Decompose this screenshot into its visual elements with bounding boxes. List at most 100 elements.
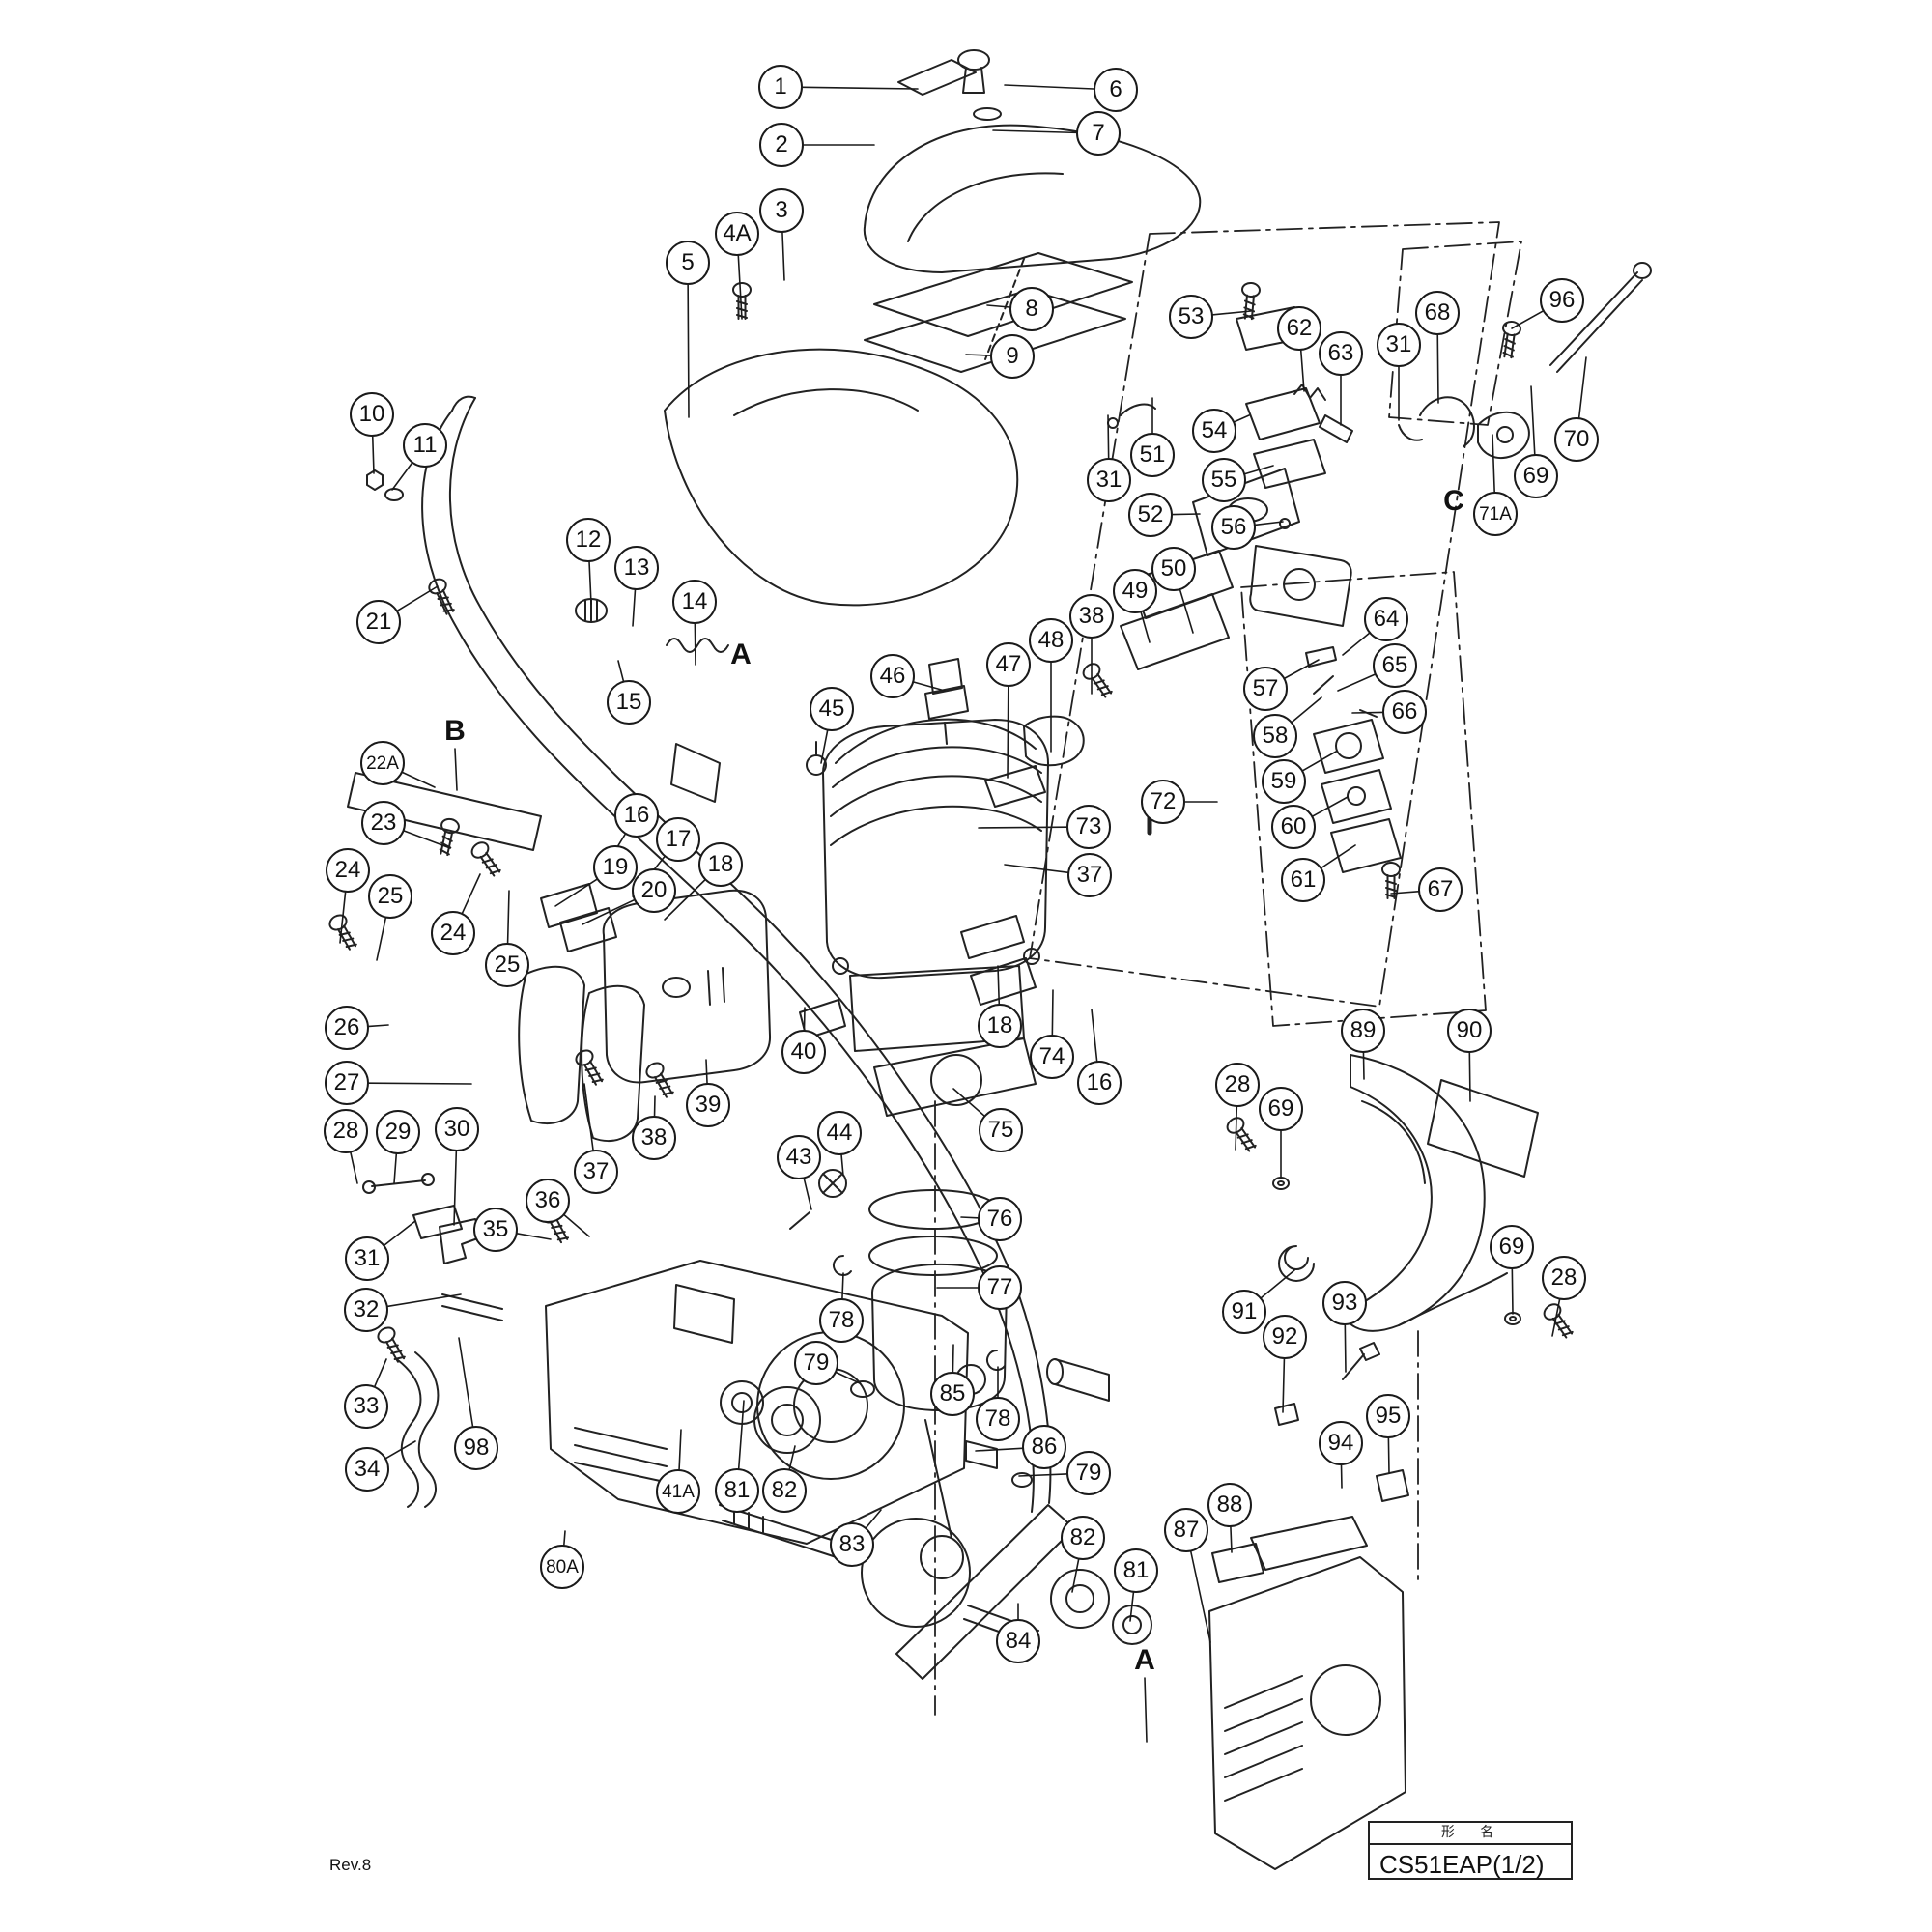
leader-line	[1255, 521, 1284, 526]
leader-line	[506, 890, 510, 944]
part-balloon-1: 1	[758, 65, 803, 109]
part-balloon-78: 78	[819, 1298, 864, 1343]
leader-line	[1172, 513, 1201, 516]
leader-line	[453, 1151, 458, 1226]
part-balloon-68: 68	[1415, 291, 1460, 335]
leader-line	[402, 771, 436, 788]
part-balloon-96: 96	[1540, 278, 1584, 323]
part-balloon-23: 23	[361, 801, 406, 845]
leader-line	[554, 878, 598, 907]
part-balloon-40: 40	[781, 1030, 826, 1074]
part-balloon-22A: 22A	[360, 741, 405, 785]
leader-line	[978, 826, 1067, 829]
part-balloon-37: 37	[574, 1150, 618, 1194]
leader-line	[1340, 1464, 1343, 1489]
part-balloon-95: 95	[1366, 1394, 1410, 1438]
part-balloon-16: 16	[1077, 1061, 1122, 1105]
leader-line	[582, 899, 636, 925]
leader-line	[1337, 673, 1376, 692]
leader-lines	[339, 84, 1587, 1743]
part-balloon-60: 60	[1271, 805, 1316, 849]
part-balloon-29: 29	[376, 1110, 420, 1154]
part-balloon-38: 38	[632, 1116, 676, 1160]
part-balloon-24: 24	[431, 911, 475, 955]
part-balloon-55: 55	[1202, 458, 1246, 502]
part-balloon-3: 3	[759, 188, 804, 233]
part-balloon-31: 31	[1377, 323, 1421, 367]
part-balloon-69: 69	[1490, 1225, 1534, 1269]
part-balloon-32: 32	[344, 1288, 388, 1332]
leader-line	[865, 1509, 882, 1529]
part-balloon-25: 25	[485, 943, 529, 987]
muffler-assembly	[518, 889, 846, 1143]
leader-line	[368, 1082, 472, 1085]
screw-glyphs	[326, 281, 1577, 1366]
front-handle	[347, 395, 1052, 1513]
part-balloon-88: 88	[1208, 1483, 1252, 1527]
part-balloon-26: 26	[325, 1006, 369, 1050]
part-balloon-76: 76	[978, 1197, 1022, 1241]
part-balloon-33: 33	[344, 1384, 388, 1429]
leader-line	[563, 1530, 566, 1546]
leader-line	[664, 879, 706, 921]
leader-line	[1312, 796, 1349, 817]
part-balloon-51: 51	[1130, 433, 1175, 477]
leader-line	[1140, 611, 1151, 643]
part-balloon-10: 10	[350, 392, 394, 437]
leader-line	[396, 585, 439, 611]
leader-line	[997, 965, 1001, 1005]
leader-line	[952, 1088, 985, 1117]
leader-line	[1129, 1592, 1135, 1622]
part-balloon-93: 93	[1322, 1281, 1367, 1325]
part-balloon-54: 54	[1192, 409, 1236, 453]
leader-line	[1260, 1269, 1295, 1299]
leader-line	[1234, 414, 1250, 423]
leader-line	[678, 1429, 682, 1470]
leader-line	[1492, 434, 1495, 493]
leader-line	[802, 86, 919, 90]
part-balloon-38: 38	[1069, 594, 1114, 639]
section-marker-A: A	[1134, 1644, 1155, 1676]
part-balloon-66: 66	[1382, 690, 1427, 734]
part-balloon-80A: 80A	[540, 1545, 584, 1589]
section-marker-A: A	[730, 639, 752, 670]
part-balloon-77: 77	[978, 1265, 1022, 1310]
leader-line	[1144, 1677, 1148, 1743]
part-balloon-27: 27	[325, 1061, 369, 1105]
leader-line	[803, 1007, 806, 1031]
air-cleaner-cover-parts	[664, 49, 1202, 803]
part-balloon-82: 82	[1061, 1516, 1105, 1560]
part-balloon-57: 57	[1243, 667, 1288, 711]
leader-line	[376, 917, 387, 961]
part-balloon-75: 75	[979, 1108, 1023, 1152]
part-balloon-62: 62	[1277, 306, 1321, 351]
part-balloon-78: 78	[976, 1397, 1020, 1441]
part-balloon-18: 18	[698, 842, 743, 887]
part-balloon-39: 39	[686, 1083, 730, 1127]
part-balloon-2: 2	[759, 123, 804, 167]
leader-line	[1511, 310, 1544, 329]
leader-line	[781, 232, 785, 281]
part-balloon-17: 17	[656, 817, 700, 862]
part-balloon-59: 59	[1262, 759, 1306, 804]
leader-line	[737, 255, 743, 320]
brake-guard	[1342, 1054, 1539, 1332]
part-balloon-83: 83	[830, 1522, 874, 1567]
part-balloon-35: 35	[473, 1208, 518, 1252]
leader-line	[391, 462, 413, 491]
leader-line	[820, 729, 829, 764]
leader-line	[1107, 414, 1110, 459]
leader-line	[1018, 1473, 1067, 1477]
leader-line	[1551, 1298, 1561, 1337]
part-balloon-24: 24	[326, 848, 370, 893]
part-balloon-82: 82	[762, 1468, 807, 1513]
leader-line	[1007, 686, 1009, 779]
leader-line	[1291, 696, 1322, 724]
part-balloon-81: 81	[1114, 1548, 1158, 1593]
leader-line	[1387, 1437, 1390, 1474]
leader-line	[986, 304, 1010, 308]
section-marker-B: B	[444, 715, 466, 747]
leader-line	[1091, 1009, 1098, 1062]
part-balloon-11: 11	[403, 423, 447, 468]
